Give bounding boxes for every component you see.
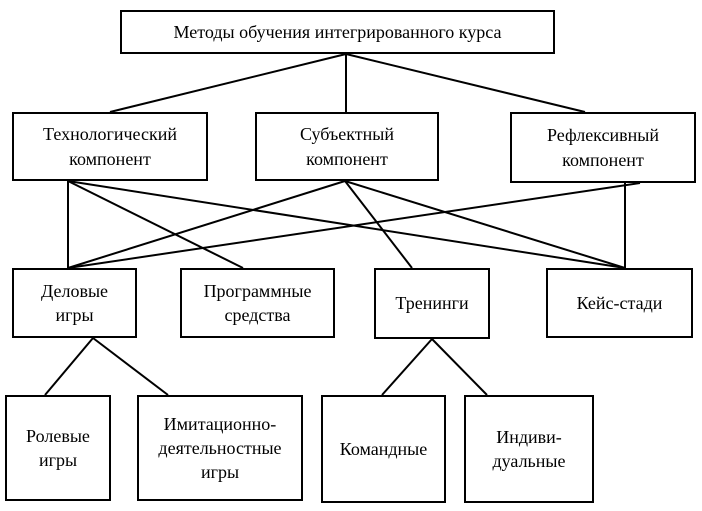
edge-business-games-role-games bbox=[44, 337, 94, 396]
node-individual: Индиви- дуальные bbox=[464, 395, 594, 503]
edge-trainings-individual bbox=[431, 338, 488, 396]
node-role-games: Ролевые игры bbox=[5, 395, 111, 501]
node-subjective-component: Субъектный компонент bbox=[255, 112, 439, 181]
edge-root-technological bbox=[109, 53, 347, 113]
node-reflexive-component: Рефлексивный компонент bbox=[510, 112, 696, 183]
node-business-games: Деловые игры bbox=[12, 268, 137, 338]
edge-business-games-simulation-games bbox=[92, 337, 169, 396]
edge-subjective-case-study bbox=[344, 180, 626, 269]
edge-technological-software bbox=[67, 180, 244, 269]
edge-technological-case-study bbox=[67, 180, 626, 269]
edge-reflexive-business-games bbox=[67, 182, 641, 269]
node-trainings: Тренинги bbox=[374, 268, 490, 339]
node-software: Программные средства bbox=[180, 268, 335, 338]
node-case-study: Кейс-стади bbox=[546, 268, 693, 338]
node-team: Командные bbox=[321, 395, 446, 503]
root-node: Методы обучения интегрированного курса bbox=[120, 10, 555, 54]
edge-subjective-business-games bbox=[67, 180, 346, 269]
edge-subjective-trainings bbox=[344, 180, 413, 269]
edge-trainings-team bbox=[381, 338, 433, 396]
edge-root-reflexive bbox=[345, 53, 586, 113]
node-technological-component: Технологический компонент bbox=[12, 112, 208, 181]
node-simulation-games: Имитационно- деятельностные игры bbox=[137, 395, 303, 501]
